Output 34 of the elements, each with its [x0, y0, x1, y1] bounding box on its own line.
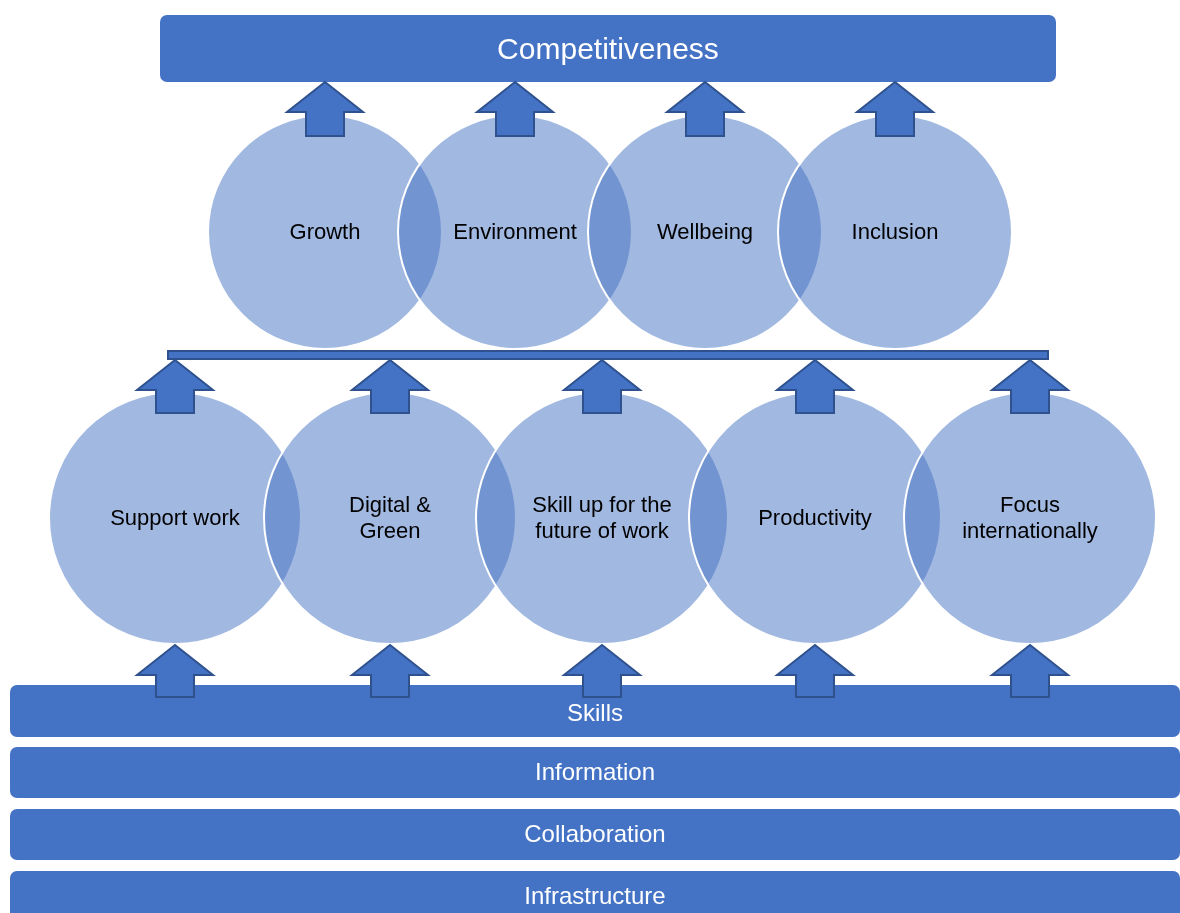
foundation-bar: [10, 685, 1180, 737]
block-arrow: [134, 358, 216, 414]
circle-label: Support work: [109, 504, 241, 532]
circle-label: Wellbeing: [656, 218, 754, 246]
block-arrow: [561, 358, 643, 414]
circle-label: Growth: [289, 218, 361, 246]
circle-label: Environment: [453, 218, 577, 246]
foundation-bar: [10, 747, 1180, 798]
block-arrow: [854, 80, 936, 137]
block-arrow: [561, 643, 643, 698]
circle-label: Focus internationally: [961, 491, 1099, 545]
block-arrow: [284, 80, 366, 137]
block-arrow: [134, 643, 216, 698]
circle-label: Digital & Green: [348, 491, 432, 545]
bar-label: Infrastructure: [524, 882, 666, 911]
block-arrow: [989, 643, 1071, 698]
foundation-bar: [10, 809, 1180, 860]
circle-label: Inclusion: [851, 218, 939, 246]
block-arrow: [989, 358, 1071, 414]
block-arrow: [664, 80, 746, 137]
bar-label: Skills: [567, 699, 623, 728]
foundation-bar: [10, 871, 1180, 913]
heading-bar: [160, 15, 1056, 82]
bar-label: Competitiveness: [497, 30, 719, 67]
circle-label: Productivity: [757, 504, 873, 532]
bar-label: Collaboration: [524, 820, 666, 849]
block-arrow: [474, 80, 556, 137]
connector-bar: [167, 350, 1049, 360]
bar-label: Information: [534, 758, 656, 787]
circle-label: Skill up for the future of work: [531, 491, 673, 545]
block-arrow: [349, 358, 431, 414]
block-arrow: [774, 643, 856, 698]
block-arrow: [349, 643, 431, 698]
block-arrow: [774, 358, 856, 414]
